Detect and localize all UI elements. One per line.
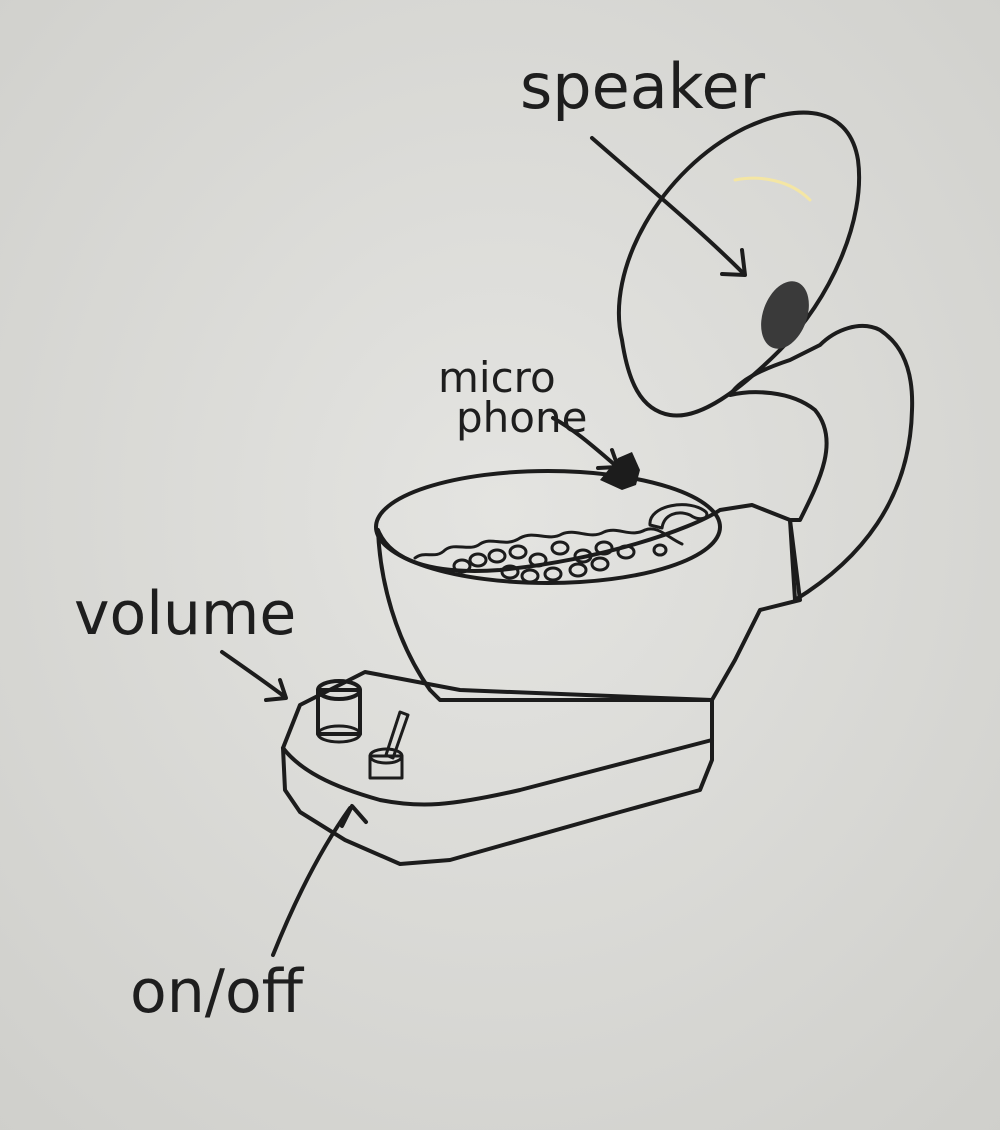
- microphone-blob: [600, 452, 640, 490]
- microphone-arrow: [551, 416, 617, 467]
- speaker-arrowhead: [720, 248, 747, 277]
- horn-neck: [728, 324, 915, 602]
- bowl-opening: [374, 469, 722, 585]
- bell-highlight: [733, 176, 812, 202]
- label-micro: micro: [438, 353, 556, 402]
- label-speaker: speaker: [520, 50, 766, 123]
- device-drawing: [281, 110, 915, 866]
- volume-arrow: [220, 650, 287, 699]
- horn-bell: [616, 110, 862, 418]
- microphone-arrowhead: [596, 448, 620, 470]
- volume-arrowhead: [264, 678, 288, 702]
- speaker-arrow: [590, 136, 744, 274]
- label-volume: volume: [74, 579, 296, 649]
- bowl-hook: [648, 503, 709, 530]
- volume-knob: [316, 679, 362, 744]
- bowl-inner-squiggle: [413, 527, 684, 560]
- label-phone: phone: [456, 393, 587, 442]
- base-plate: [281, 670, 714, 866]
- label-onoff: on/off: [130, 957, 305, 1027]
- speaker-hole: [761, 281, 809, 349]
- onoff-arrowhead: [340, 804, 368, 828]
- bowl-beads: [452, 540, 668, 584]
- onoff-arrow: [271, 806, 352, 957]
- base-top-edge: [281, 738, 714, 807]
- annotation-arrows: [220, 136, 747, 957]
- onoff-switch: [368, 710, 410, 780]
